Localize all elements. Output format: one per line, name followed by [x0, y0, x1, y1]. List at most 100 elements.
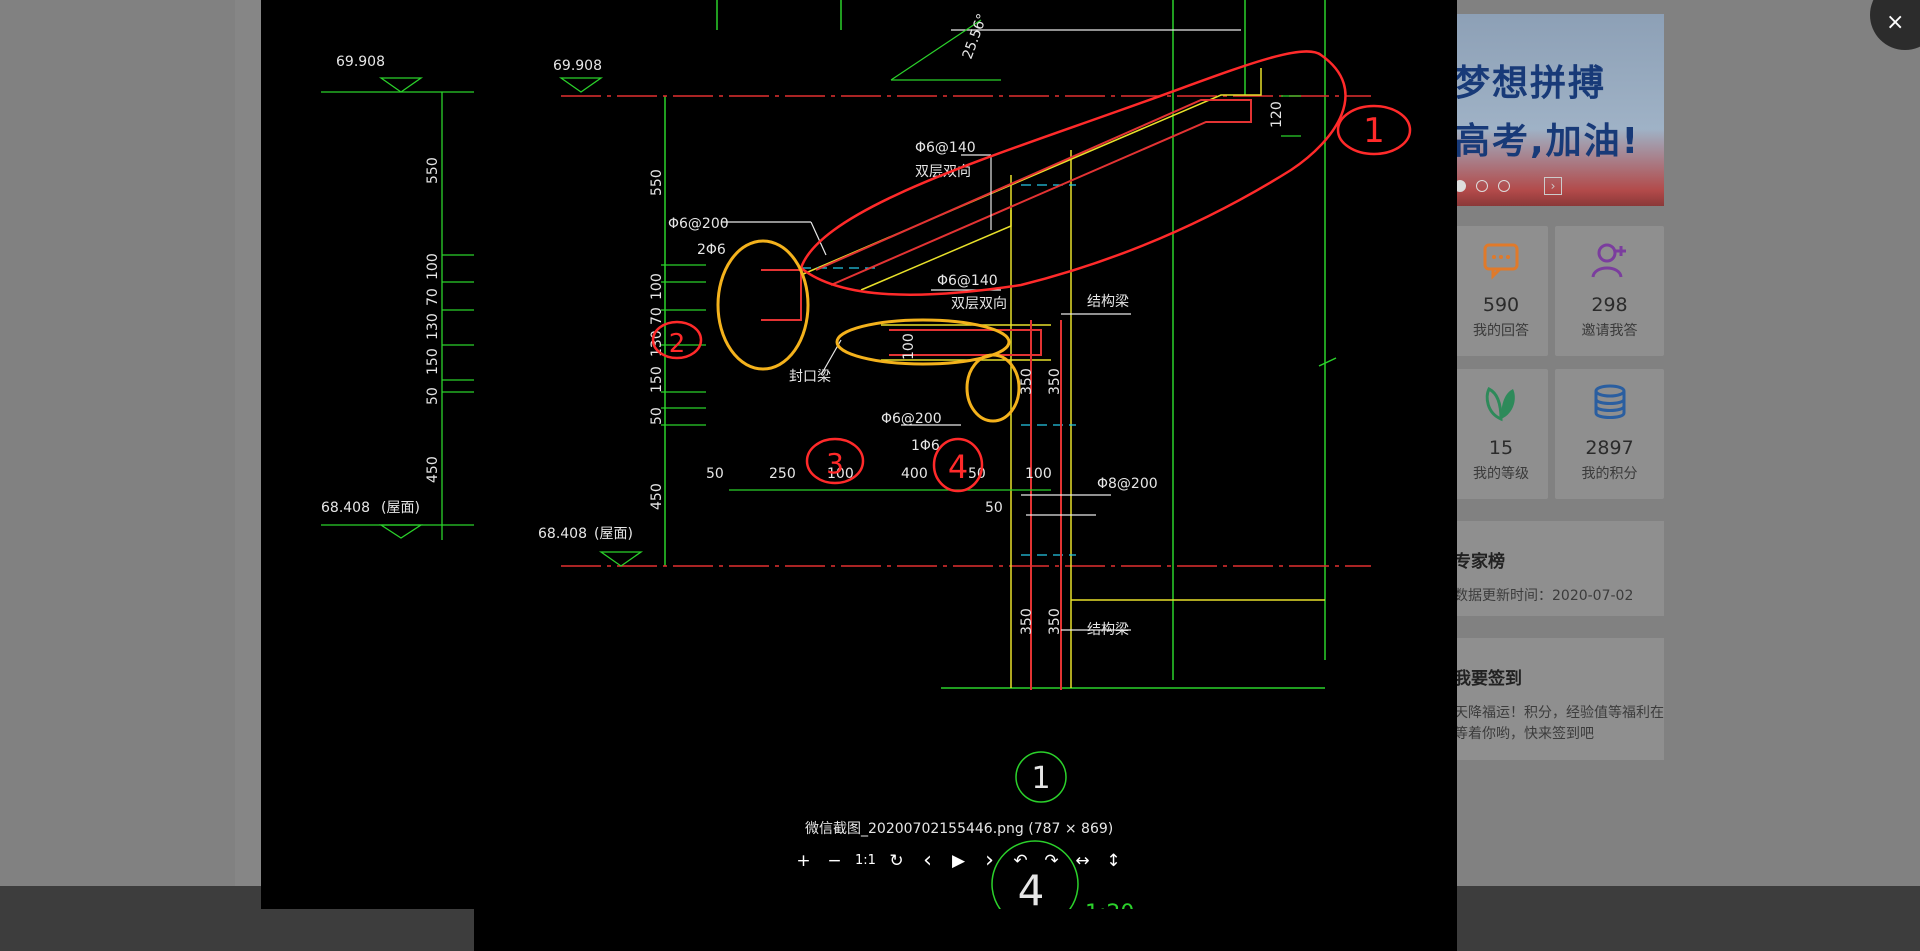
viewer-toolbar: + − 1:1 ↻ ‹ ▶ › ↶ ↷ ↔ ↕	[788, 849, 1129, 873]
elevation-bottom-left: 68.408	[321, 500, 370, 516]
stat-label: 我的积分	[1581, 466, 1638, 482]
dim-100-slab: 100	[901, 333, 917, 360]
dim-h-50-a: 50	[706, 466, 724, 482]
sidebar: 梦想拼搏 高考,加油! › 590 我的回答 298 邀请我答 15 我的等级	[1454, 0, 1664, 951]
annotation-oval-yellow-b	[835, 318, 1011, 366]
dim-left-450: 450	[425, 456, 441, 483]
dim-left-550: 550	[425, 157, 441, 184]
annotation-circle-1	[1336, 104, 1412, 156]
dim-350-b: 350	[1047, 368, 1063, 395]
rotate-right-button[interactable]: ↷	[1044, 851, 1059, 871]
stat-card-level[interactable]: 15 我的等级	[1454, 369, 1548, 499]
annotation-circle-3	[805, 437, 865, 485]
dim-left-100: 100	[425, 253, 441, 280]
seal-beam-label: 封口梁	[789, 369, 831, 385]
roof-label: (屋面)	[594, 526, 633, 542]
image-caption: 微信截图_20200702155446.png (787 × 869)	[805, 821, 1114, 837]
rotate-left-button[interactable]: ↶	[1013, 851, 1028, 871]
stat-card-invites[interactable]: 298 邀请我答	[1555, 226, 1664, 356]
dim-left-150: 150	[425, 348, 441, 375]
dim-h-250: 250	[769, 466, 796, 482]
annotation-circle-2	[651, 320, 703, 360]
roof-label-left: (屋面)	[381, 500, 420, 516]
zoom-out-button[interactable]: −	[827, 851, 842, 871]
annotation-number-2: 2	[669, 329, 686, 359]
beam-label-1: 结构梁	[1087, 294, 1129, 310]
elevation-top: 69.908	[553, 58, 602, 74]
dim-50-v: 50	[649, 407, 665, 425]
stat-card-answers[interactable]: 590 我的回答	[1454, 226, 1548, 356]
stat-value: 15	[1488, 437, 1514, 459]
dim-h-400: 400	[901, 466, 928, 482]
dim-120: 120	[1269, 101, 1285, 128]
rebar-note-d: 双层双向	[951, 296, 1007, 312]
axis-bubble-1	[1015, 751, 1067, 803]
rebar-label-d: Φ6@140	[937, 273, 998, 289]
dim-350-a: 350	[1019, 368, 1035, 395]
annotation-number-4: 4	[948, 448, 968, 486]
stat-card-points[interactable]: 2897 我的积分	[1555, 369, 1664, 499]
actual-size-button[interactable]: 1:1	[855, 853, 876, 868]
experts-panel: 专家榜 数据更新时间：2020-07-02	[1454, 521, 1664, 616]
banner[interactable]: 梦想拼搏 高考,加油! ›	[1454, 14, 1664, 206]
chat-icon	[1454, 240, 1548, 280]
cad-drawing[interactable]: 69.908 69.908 68.408 (屋面) 68.408 (屋面) Φ6…	[261, 0, 1457, 909]
elevation-top-left: 69.908	[336, 54, 385, 70]
image-viewer: 69.908 69.908 68.408 (屋面) 68.408 (屋面) Φ6…	[261, 0, 1457, 909]
signin-title[interactable]: 我要签到	[1454, 669, 1522, 689]
beam-label-2: 结构梁	[1087, 622, 1129, 638]
dim-550: 550	[649, 169, 665, 196]
dim-350-d: 350	[1047, 608, 1063, 635]
experts-title[interactable]: 专家榜	[1454, 552, 1505, 572]
rebar-label-a: Φ6@200	[668, 216, 729, 232]
annotation-circle-4	[932, 437, 984, 493]
prev-button[interactable]: ‹	[923, 848, 932, 873]
dim-left-70: 70	[425, 288, 441, 306]
axis-bubble-4	[991, 840, 1079, 909]
annotation-oval-yellow-c	[965, 353, 1021, 423]
stat-label: 我的回答	[1473, 323, 1529, 339]
rebar-label-c: Φ6@140	[915, 140, 976, 156]
banner-dot[interactable]	[1476, 180, 1488, 192]
reset-button[interactable]: ↻	[889, 851, 904, 871]
viewer-image-overflow	[474, 909, 1457, 951]
banner-dot[interactable]	[1498, 180, 1510, 192]
leaf-icon	[1454, 383, 1548, 423]
annotation-oval-yellow-a	[716, 239, 810, 371]
banner-line-1: 梦想拼搏	[1454, 63, 1607, 104]
dim-100: 100	[649, 273, 665, 300]
dim-70: 70	[649, 307, 665, 325]
coins-icon	[1555, 383, 1664, 423]
dim-h-50-c: 50	[985, 500, 1003, 516]
elevation-bottom: 68.408	[538, 526, 587, 542]
stat-value: 2897	[1585, 437, 1634, 459]
angle-label: 25.56°	[960, 12, 991, 62]
zoom-in-button[interactable]: +	[796, 851, 811, 871]
flip-horizontal-button[interactable]: ↔	[1075, 851, 1090, 871]
axis-label-4: 4	[1018, 866, 1045, 909]
dim-left-130: 130	[425, 313, 441, 340]
dim-150: 150	[649, 366, 665, 393]
add-user-icon	[1555, 240, 1664, 280]
play-button[interactable]: ▶	[951, 851, 966, 871]
scale-label: 1:20	[1085, 901, 1134, 909]
next-button[interactable]: ›	[985, 848, 994, 873]
signin-panel: 我要签到 天降福运！积分，经验值等福利在等着你哟，快来签到吧	[1454, 638, 1664, 760]
banner-next-icon[interactable]: ›	[1544, 177, 1562, 195]
stat-value: 590	[1482, 294, 1520, 316]
flip-vertical-button[interactable]: ↕	[1106, 851, 1121, 871]
rebar-label-g: Φ8@200	[1097, 476, 1158, 492]
dim-350-c: 350	[1019, 608, 1035, 635]
experts-updated: 数据更新时间：2020-07-02	[1454, 588, 1634, 604]
dim-h-100-b: 100	[1025, 466, 1052, 482]
annotation-number-1: 1	[1363, 111, 1385, 151]
stat-label: 邀请我答	[1581, 323, 1638, 339]
signin-text: 天降福运！积分，经验值等福利在等着你哟，快来签到吧	[1454, 705, 1664, 742]
rebar-label-f: 1Φ6	[911, 438, 940, 454]
annotation-ellipse-1	[799, 50, 1347, 296]
rebar-label-b: 2Φ6	[697, 242, 726, 258]
stat-value: 298	[1591, 294, 1628, 316]
annotation-number-3: 3	[826, 447, 844, 480]
rebar-label-e: Φ6@200	[881, 411, 942, 427]
dim-450: 450	[649, 483, 665, 510]
